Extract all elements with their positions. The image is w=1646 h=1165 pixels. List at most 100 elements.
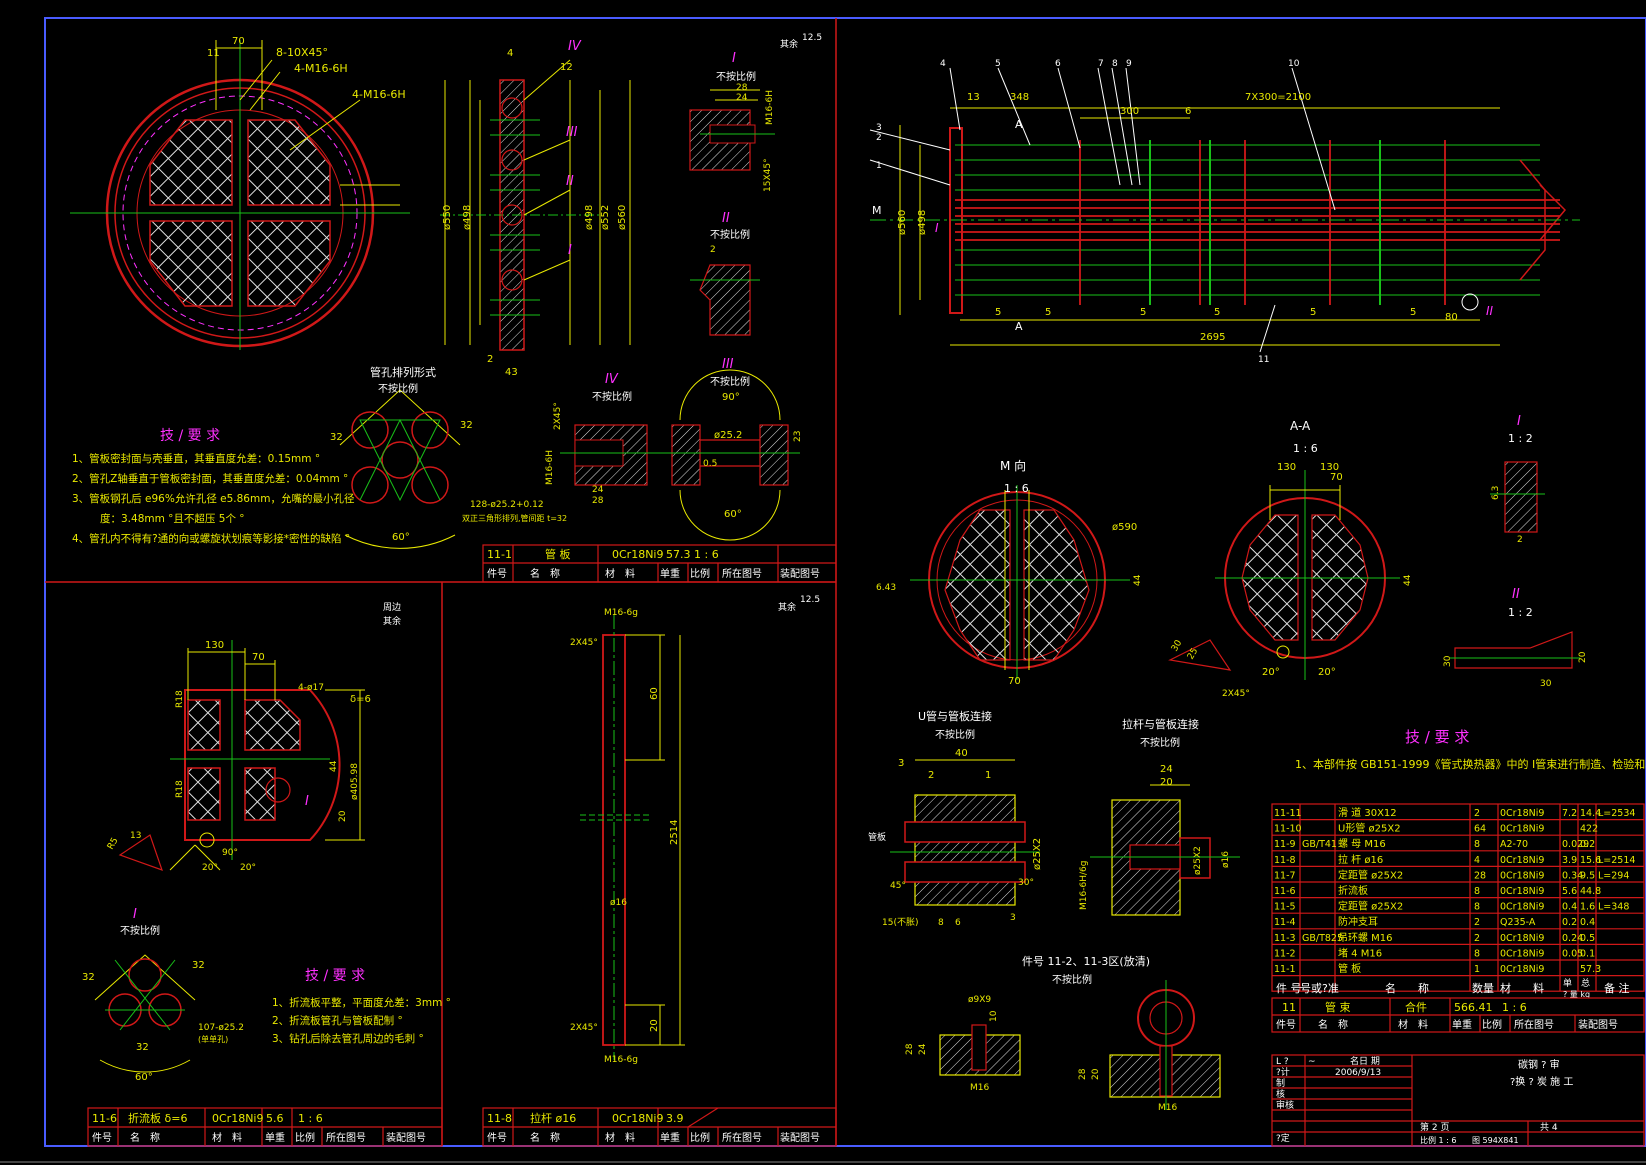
tube-plate-section-view bbox=[440, 59, 631, 351]
b-dim-r18-b: R18 bbox=[175, 780, 185, 798]
bom-cell: 11-7 bbox=[1274, 870, 1296, 881]
bom-cell: U形管 ø25X2 bbox=[1338, 822, 1401, 835]
detail-I-title: I bbox=[732, 51, 736, 66]
t2-h-asm: 装配图号 bbox=[386, 1131, 426, 1144]
bom-cell: 8 bbox=[1474, 839, 1480, 850]
bom-cell: 11-5 bbox=[1274, 902, 1296, 913]
b-dim-13: 13 bbox=[130, 831, 141, 841]
tube-plate-front-view bbox=[70, 40, 410, 350]
detail-I-dim-24: 24 bbox=[736, 93, 748, 103]
t3-h-name: 名 称 bbox=[530, 1131, 560, 1144]
bom-cell: 吊环螺 M16 bbox=[1338, 932, 1393, 944]
bom-table bbox=[1271, 803, 1645, 992]
balloon-2: 2 bbox=[876, 133, 882, 143]
rj-20: 20 bbox=[1160, 777, 1173, 788]
mview-title: M 向 bbox=[1000, 458, 1026, 473]
bom-cell: 0Cr18Ni9 bbox=[1500, 933, 1544, 944]
t3-h-scale: 比例 bbox=[690, 1131, 710, 1144]
tj-40: 40 bbox=[955, 748, 968, 759]
pattern-scale: 不按比例 bbox=[378, 382, 418, 395]
rod-joint-drawing bbox=[1090, 784, 1240, 916]
t3-name: 拉杆 ø16 bbox=[530, 1111, 576, 1125]
bom-cell: 0.5 bbox=[1580, 933, 1595, 944]
bom-cell: 定距管 ø25X2 bbox=[1338, 868, 1403, 881]
bom-cell: L=2514 bbox=[1598, 855, 1635, 866]
b-dim-r18-a: R18 bbox=[175, 690, 185, 708]
bom-cell: 1.6 bbox=[1580, 902, 1595, 913]
m-view-drawing bbox=[910, 485, 1130, 680]
m-section-A-top: A bbox=[1015, 118, 1023, 131]
bom-cell: 11-9 bbox=[1274, 839, 1296, 850]
aa-25: 25 bbox=[1186, 647, 1200, 662]
bom-cell: 8 bbox=[1474, 886, 1480, 897]
detail-I-dim-28: 28 bbox=[736, 83, 748, 93]
pc-10: 10 bbox=[989, 1010, 999, 1022]
bom-cell: 0.05 bbox=[1562, 948, 1583, 959]
bom-cell: 8 bbox=[1474, 902, 1480, 913]
main-detail-I-drawing bbox=[1490, 461, 1545, 533]
roman-I: I bbox=[568, 243, 572, 258]
m-section-A-bot: A bbox=[1015, 320, 1023, 333]
t3-weight: 3.9 bbox=[666, 1112, 684, 1125]
tech-item-1-1: 1、管板密封面与壳垂直，其垂直度允差：0.15mm ° bbox=[72, 452, 320, 465]
t1-h-mat: 材 料 bbox=[605, 567, 635, 580]
balloon-10: 10 bbox=[1288, 59, 1300, 69]
balloon-7: 7 bbox=[1098, 59, 1104, 69]
t1-h-wt: 单重 bbox=[660, 567, 680, 580]
detail-IV-thread: M16-6H bbox=[545, 450, 555, 485]
m-roman-II: II bbox=[1486, 304, 1494, 318]
t2-material: 0Cr18Ni9 bbox=[212, 1112, 263, 1125]
info-1: 碳钢 ? 审 bbox=[1518, 1058, 1560, 1071]
b-roman-I: I bbox=[305, 794, 309, 809]
tech-item-main: 1、本部件按 GB151-1999《管式换热器》中的 I管束进行制造、检验和验收 bbox=[1295, 757, 1646, 771]
rj-24: 24 bbox=[1160, 764, 1173, 775]
dim-12: 12 bbox=[560, 62, 573, 73]
m-dim-6: 6 bbox=[1185, 106, 1191, 117]
dim-4-top: 4 bbox=[507, 48, 513, 59]
b-dim-90: 90° bbox=[222, 848, 238, 858]
b-dim-r5: R5 bbox=[106, 836, 121, 851]
md-II-30a: 30 bbox=[1443, 655, 1453, 667]
bom-cell: 57.3 bbox=[1580, 964, 1601, 975]
tech-item-2-3: 3、钻孔后除去管孔周边的毛刺 ° bbox=[272, 1032, 424, 1045]
bom-cell: 1 bbox=[1474, 964, 1480, 975]
balloon-5: 5 bbox=[995, 59, 1001, 69]
t1-h-asm: 装配图号 bbox=[780, 567, 820, 580]
detail-IV-dim-24: 24 bbox=[592, 485, 604, 495]
bom-h-note: 备 注 bbox=[1604, 981, 1630, 995]
dim-dia-498-a: ø498 bbox=[462, 205, 473, 230]
title-table-sheet3 bbox=[482, 1107, 837, 1147]
r-thread-bot: M16-6g bbox=[604, 1055, 638, 1065]
tj-8: 8 bbox=[938, 918, 944, 928]
md-II-title: II bbox=[1512, 587, 1520, 602]
dim-43: 43 bbox=[505, 367, 518, 378]
a-a-view-drawing bbox=[1168, 470, 1400, 680]
aa-130b: 130 bbox=[1320, 462, 1339, 473]
main-detail-II-drawing bbox=[1450, 631, 1580, 669]
b-dim-44: 44 bbox=[329, 760, 339, 772]
bom-cell: 0.029 bbox=[1562, 839, 1589, 850]
tj-30: 30° bbox=[1018, 878, 1034, 888]
md-I-63: 6.3 bbox=[1491, 486, 1501, 500]
bom-h-qty: 数量 bbox=[1472, 982, 1494, 995]
t1-id: 11-1 bbox=[487, 548, 512, 561]
tj-title: U管与管板连接 bbox=[918, 709, 992, 723]
detail-II-drawing bbox=[690, 264, 760, 336]
t2-h-mat: 材 料 bbox=[212, 1131, 242, 1144]
dim-dia-560: ø560 bbox=[617, 205, 628, 230]
tech-title-main: 技 / 要 求 bbox=[1405, 728, 1469, 746]
b-dim-thick: δ=6 bbox=[350, 694, 371, 705]
t3-h-id: 件号 bbox=[487, 1132, 507, 1144]
detail-IV-dim-28: 28 bbox=[592, 496, 604, 506]
asm-h-wt: 单重 bbox=[1452, 1018, 1472, 1031]
sig-approve: ?定 bbox=[1276, 1132, 1290, 1144]
r-thread-top: M16-6g bbox=[604, 608, 638, 618]
detail-I-chamfer: 15X45° bbox=[763, 158, 773, 192]
dim-thread-2: 4-M16-6H bbox=[352, 88, 406, 101]
bd-dim-32-b: 32 bbox=[192, 960, 205, 971]
m-dim-2695: 2695 bbox=[1200, 332, 1225, 343]
pattern-angle-60: 60° bbox=[392, 532, 410, 543]
bom-cell: 64 bbox=[1474, 824, 1486, 835]
